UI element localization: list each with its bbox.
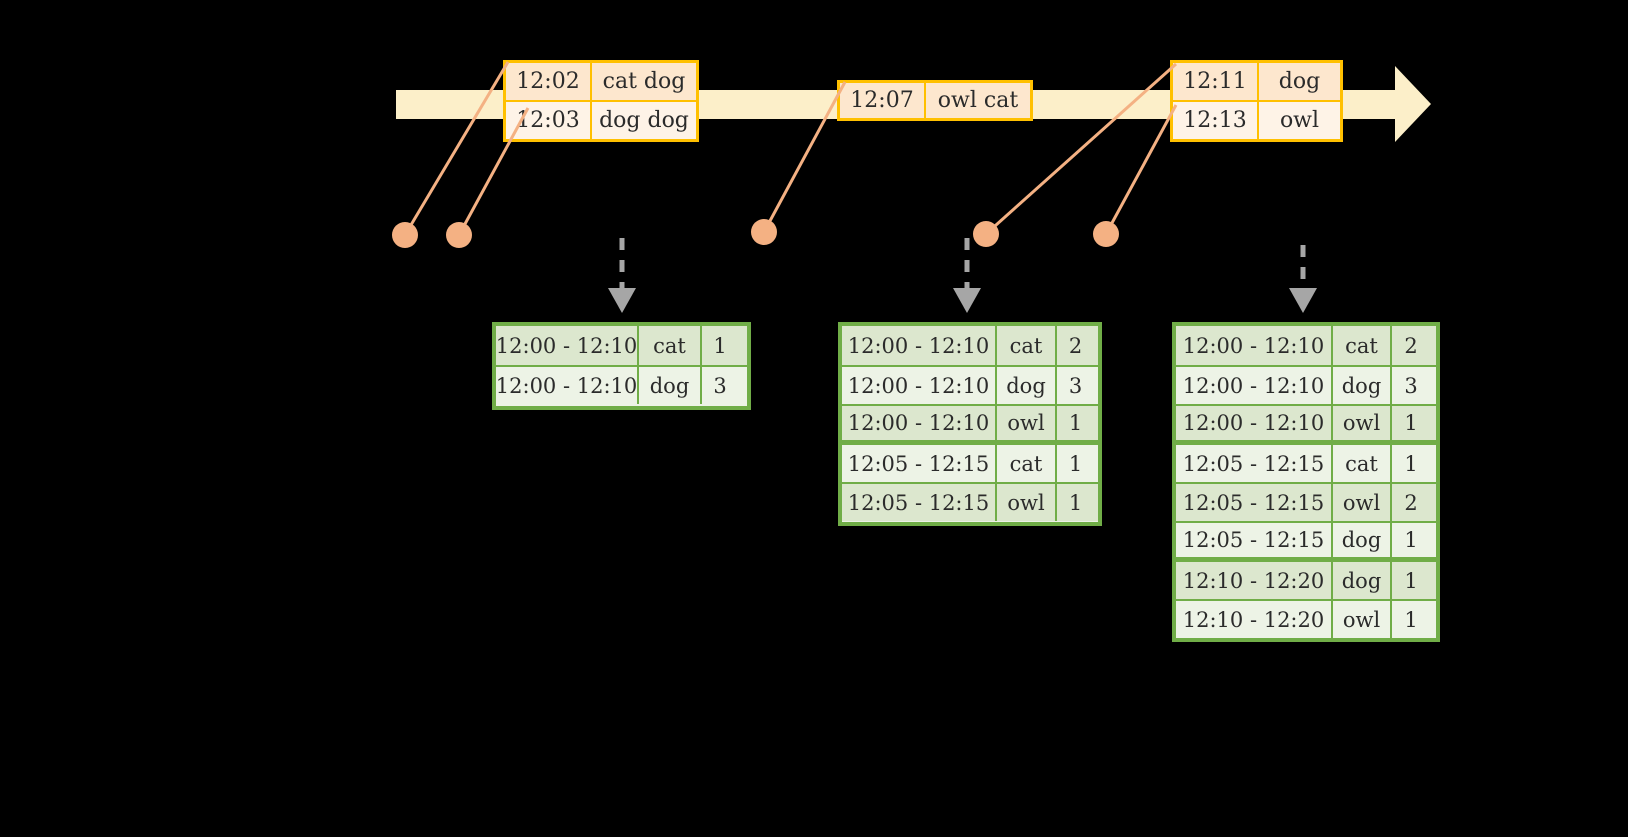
- event-time: 12:07: [840, 83, 926, 118]
- cell-window: 12:00 - 12:10: [842, 326, 997, 365]
- event-row: 12:07 owl cat: [840, 83, 1030, 118]
- connector-dot: [973, 221, 999, 247]
- event-time: 12:13: [1173, 102, 1259, 139]
- cell-count: 2: [1404, 490, 1418, 515]
- event-row: 12:03 dog dog: [506, 100, 696, 139]
- cell-word: dog: [1333, 523, 1392, 557]
- cell-count: 3: [713, 373, 727, 398]
- cell-count: 3: [1068, 373, 1083, 398]
- event-row: 12:11 dog: [1173, 63, 1340, 100]
- cell-word: owl: [1333, 484, 1392, 521]
- result-table-2: 12:00 - 12:10 cat 2 12:00 - 12:10 dog 3 …: [838, 322, 1102, 526]
- table-row: 12:00 - 12:10 cat 2: [1176, 326, 1436, 365]
- cell-window: 12:00 - 12:10: [1176, 326, 1333, 365]
- event-words: cat dog: [602, 69, 686, 94]
- cell-word: dog: [639, 367, 702, 404]
- cell-count: 2: [1404, 333, 1418, 358]
- cell-count: 1: [713, 333, 727, 358]
- connector-dot: [751, 219, 777, 245]
- cell-word: owl: [1333, 406, 1392, 440]
- cell-window: 12:00 - 12:10: [842, 367, 997, 404]
- connector-dots: [392, 219, 1119, 248]
- cell-count: 1: [1404, 411, 1418, 435]
- cell-count: 1: [1404, 528, 1418, 552]
- cell-word: cat: [997, 445, 1057, 482]
- event-row: 12:13 owl: [1173, 100, 1340, 139]
- arrowhead-icon: [1289, 288, 1317, 313]
- connector-dot: [1093, 221, 1119, 247]
- table-row: 12:05 - 12:15 cat 1: [842, 443, 1098, 482]
- connector-dot: [392, 222, 418, 248]
- cell-window: 12:00 - 12:10: [496, 326, 639, 365]
- cell-window: 12:05 - 12:15: [1176, 445, 1333, 482]
- cell-word: dog: [1333, 562, 1392, 599]
- table-row: 12:10 - 12:20 dog 1: [1176, 560, 1436, 599]
- cell-window: 12:00 - 12:10: [842, 406, 997, 440]
- cell-window: 12:05 - 12:15: [1176, 523, 1333, 557]
- cell-word: cat: [1333, 445, 1392, 482]
- timeline-arrowhead-icon: [1395, 66, 1431, 142]
- cell-count: 3: [1404, 373, 1418, 398]
- event-group-2: 12:07 owl cat: [837, 80, 1033, 121]
- cell-window: 12:00 - 12:10: [1176, 406, 1333, 440]
- trigger-arrowheads: [608, 288, 1317, 313]
- cell-window: 12:00 - 12:10: [1176, 367, 1333, 404]
- event-words: owl cat: [937, 88, 1019, 113]
- cell-word: dog: [997, 367, 1057, 404]
- event-words: dog: [1278, 69, 1321, 94]
- event-group-1: 12:02 cat dog 12:03 dog dog: [503, 60, 699, 142]
- event-time: 12:03: [506, 102, 592, 139]
- cell-word: cat: [997, 326, 1057, 365]
- table-row: 12:10 - 12:20 owl 1: [1176, 599, 1436, 638]
- connector-dot: [446, 222, 472, 248]
- event-group-3: 12:11 dog 12:13 owl: [1170, 60, 1343, 142]
- connector-line: [403, 61, 510, 236]
- cell-count: 1: [1068, 411, 1083, 435]
- result-table-3: 12:00 - 12:10 cat 2 12:00 - 12:10 dog 3 …: [1172, 322, 1440, 642]
- cell-window: 12:00 - 12:10: [496, 367, 639, 404]
- table-row: 12:05 - 12:15 dog 1: [1176, 521, 1436, 560]
- table-row: 12:00 - 12:10 dog 3: [496, 365, 747, 404]
- event-time: 12:11: [1173, 63, 1259, 100]
- table-row: 12:05 - 12:15 owl 2: [1176, 482, 1436, 521]
- table-row: 12:00 - 12:10 owl 1: [842, 404, 1098, 443]
- cell-count: 1: [1404, 568, 1418, 593]
- cell-word: dog: [1333, 367, 1392, 404]
- table-row: 12:00 - 12:10 cat 1: [496, 326, 747, 365]
- table-row: 12:05 - 12:15 cat 1: [1176, 443, 1436, 482]
- table-row: 12:05 - 12:15 owl 1: [842, 482, 1098, 521]
- arrowhead-icon: [608, 288, 636, 313]
- cell-count: 1: [1068, 451, 1083, 476]
- cell-count: 1: [1404, 607, 1418, 632]
- connector-line: [1104, 104, 1178, 235]
- table-row: 12:00 - 12:10 dog 3: [1176, 365, 1436, 404]
- cell-count: 1: [1068, 490, 1083, 515]
- cell-word: owl: [997, 484, 1057, 521]
- cell-window: 12:05 - 12:15: [842, 484, 997, 521]
- table-row: 12:00 - 12:10 cat 2: [842, 326, 1098, 365]
- cell-word: owl: [1333, 601, 1392, 638]
- cell-window: 12:05 - 12:15: [1176, 484, 1333, 521]
- arrowhead-icon: [953, 288, 981, 313]
- cell-count: 2: [1068, 333, 1083, 358]
- cell-count: 1: [1404, 451, 1418, 476]
- cell-word: cat: [639, 326, 702, 365]
- trigger-arrows: [619, 238, 1306, 292]
- cell-window: 12:10 - 12:20: [1176, 562, 1333, 599]
- cell-word: cat: [1333, 326, 1392, 365]
- cell-window: 12:05 - 12:15: [842, 445, 997, 482]
- event-words: dog dog: [599, 108, 689, 133]
- result-table-1: 12:00 - 12:10 cat 1 12:00 - 12:10 dog 3: [492, 322, 751, 410]
- event-time: 12:02: [506, 63, 592, 100]
- cell-word: owl: [997, 406, 1057, 440]
- event-row: 12:02 cat dog: [506, 63, 696, 100]
- cell-window: 12:10 - 12:20: [1176, 601, 1333, 638]
- table-row: 12:00 - 12:10 dog 3: [842, 365, 1098, 404]
- table-row: 12:00 - 12:10 owl 1: [1176, 404, 1436, 443]
- event-words: owl: [1279, 108, 1320, 133]
